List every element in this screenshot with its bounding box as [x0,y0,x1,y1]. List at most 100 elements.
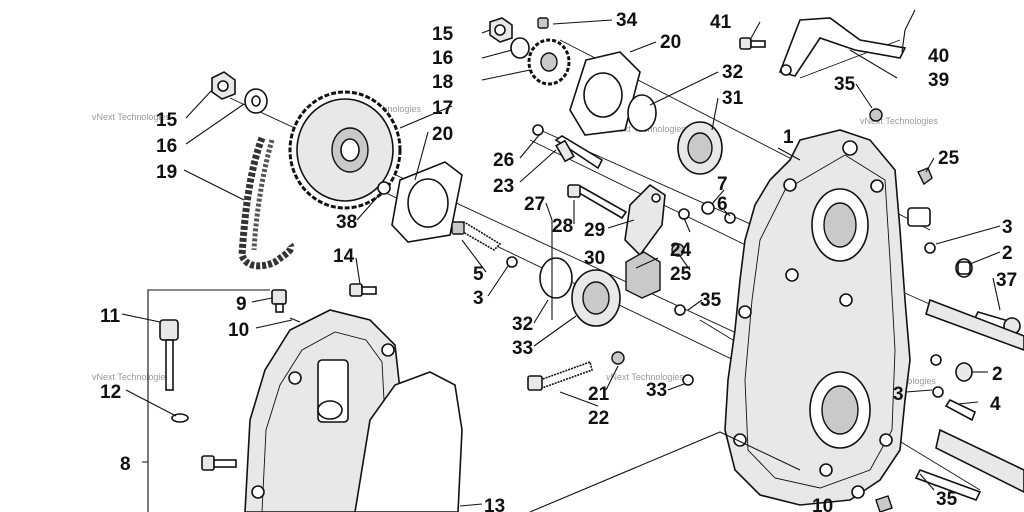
bearing-flange-upper [569,51,641,136]
callout-32-left: 32 [512,314,533,335]
callout-5: 5 [473,264,484,285]
callout-35-top: 35 [834,74,856,95]
lower-bolt [201,455,237,471]
callout-35-bottom: 35 [936,489,958,510]
nut-21 [611,351,625,365]
callout-20-top: 20 [660,32,681,53]
callout-13: 13 [484,496,505,512]
callout-38: 38 [336,212,357,233]
washer-3-left [506,256,518,268]
bolt-28 [567,184,628,220]
gasket-10 [289,317,301,323]
bolt-2-upper [955,258,973,278]
nut-25-mid [671,243,685,257]
callout-4: 4 [990,394,1001,415]
callout-7: 7 [717,174,728,195]
fitting-right [907,207,931,227]
upper-nut [489,17,513,43]
bolt-4 [944,398,977,422]
washer-7 [701,201,715,215]
callout-35-mid: 35 [700,290,722,311]
callout-2-upper: 2 [1002,243,1013,264]
callout-18: 18 [432,72,453,93]
callout-27: 27 [524,194,545,215]
seal-32-lower [539,257,573,299]
shaft-right-lower [935,428,1024,493]
callout-25-mid: 25 [670,264,692,285]
bearing-31 [677,121,723,175]
bearing-flange-lower [391,161,463,243]
callout-33-mid: 33 [646,380,667,401]
nut-25-right [917,167,933,186]
callout-34: 34 [616,10,638,31]
callout-39: 39 [928,70,949,91]
callout-3-right: 3 [1002,217,1013,238]
callout-16-left: 16 [156,136,177,157]
washer-3-low2 [932,386,944,398]
bolt-11 [159,319,179,391]
shaft-right-upper [925,298,1024,351]
callout-31: 31 [722,88,744,109]
callout-10-left: 10 [228,320,249,341]
nut-35-mid [674,304,686,316]
callout-25-right: 25 [938,148,960,169]
bracket-39 [778,17,907,77]
small-sprocket [527,38,571,86]
callout-41: 41 [710,12,732,33]
callout-3-left: 3 [473,288,484,309]
callout-37: 37 [996,270,1017,291]
washer-24 [678,208,690,220]
watermark-4: vNext Technologies [860,116,938,126]
callout-1: 1 [783,127,794,148]
bolt-35-lower [914,469,982,501]
callout-10-bottom: 10 [812,496,833,512]
seal-32-upper [627,94,657,132]
callout-9: 9 [236,294,247,315]
plug-9 [271,289,287,313]
washer-3-lower [930,354,942,366]
callout-32-top: 32 [722,62,743,83]
callout-6: 6 [717,194,728,215]
ring-26 [532,124,544,136]
part-34-fitting [537,17,549,29]
bolt-5 [451,221,502,252]
nut-bottom [875,495,893,512]
tensioner-block-30 [625,251,661,299]
bolt-2-lower [955,362,973,382]
callout-15-top: 15 [432,24,454,45]
washer-bottom [851,485,865,499]
nut-35-top [869,108,883,122]
callout-17: 17 [432,98,453,119]
callout-14: 14 [333,246,355,267]
callout-19: 19 [156,162,177,183]
callout-30: 30 [584,248,605,269]
callout-8: 8 [120,454,131,475]
cable-40 [904,9,916,31]
drive-chain [238,136,295,270]
large-sprocket [288,90,402,210]
callout-labels: 1 2 2 3 3 3 4 5 6 7 8 9 10 10 11 12 13 1… [100,10,1017,512]
callout-11: 11 [100,306,121,327]
chain-case-cover [244,309,463,512]
callout-16-top: 16 [432,48,453,69]
shaft-23 [554,135,604,170]
callout-23: 23 [493,176,514,197]
callout-21: 21 [588,384,610,405]
callout-33-left: 33 [512,338,533,359]
upper-washer [510,37,530,59]
callout-15-left: 15 [156,110,178,131]
callout-26: 26 [493,150,514,171]
callout-20-left: 20 [432,124,453,145]
spacer-38 [377,181,391,195]
callout-22: 22 [588,408,609,429]
bolt-14 [349,283,377,297]
watermark-7: vNext Technologies [606,372,684,382]
bolt-41 [739,37,766,50]
gear-case-housing [724,129,911,506]
washer-35-low [682,374,694,386]
callout-2-lower: 2 [992,364,1003,385]
washer-6 [724,212,736,224]
callout-12: 12 [100,382,121,403]
callout-40: 40 [928,46,949,67]
